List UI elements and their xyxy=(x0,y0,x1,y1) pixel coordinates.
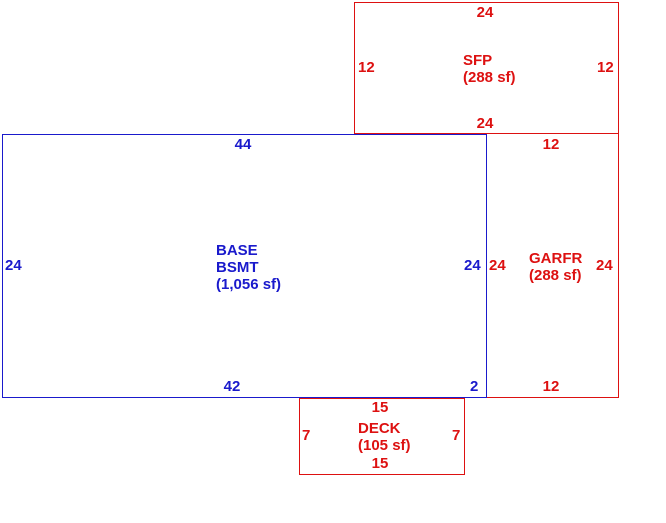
deck-right-dimension: 7 xyxy=(452,427,461,444)
deck-top-dimension: 15 xyxy=(371,399,389,416)
sfp-left-dimension: 12 xyxy=(358,59,375,76)
base-area-label: (1,056 sf) xyxy=(216,276,282,293)
base-name-label: BSMT xyxy=(216,259,259,276)
sfp-top-dimension: 24 xyxy=(476,4,494,21)
garfr-bottom-dimension: 12 xyxy=(542,378,560,395)
base-top-dimension: 44 xyxy=(234,136,252,153)
deck-left-dimension: 7 xyxy=(302,427,311,444)
garfr-code-label: GARFR xyxy=(529,250,583,267)
deck-outline xyxy=(299,398,465,475)
base-code-label: BASE xyxy=(216,242,258,259)
sfp-bottom-dimension: 24 xyxy=(476,115,494,132)
garfr-area-label: (288 sf) xyxy=(529,267,582,284)
sfp-code-label: SFP xyxy=(463,52,493,69)
base-corner-dimension: 2 xyxy=(470,378,479,395)
deck-bottom-dimension: 15 xyxy=(371,455,389,472)
sfp-area-label: (288 sf) xyxy=(463,69,516,86)
base-right-dimension: 24 xyxy=(464,257,481,274)
sfp-right-dimension: 12 xyxy=(597,59,614,76)
garfr-top-dimension: 12 xyxy=(542,136,560,153)
deck-code-label: DECK xyxy=(358,420,401,437)
deck-area-label: (105 sf) xyxy=(358,437,411,454)
base-bottom-dimension: 42 xyxy=(223,378,241,395)
base-outline xyxy=(2,134,487,398)
garfr-right-dimension: 24 xyxy=(596,257,613,274)
garfr-left-dimension: 24 xyxy=(489,257,506,274)
base-left-dimension: 24 xyxy=(5,257,22,274)
